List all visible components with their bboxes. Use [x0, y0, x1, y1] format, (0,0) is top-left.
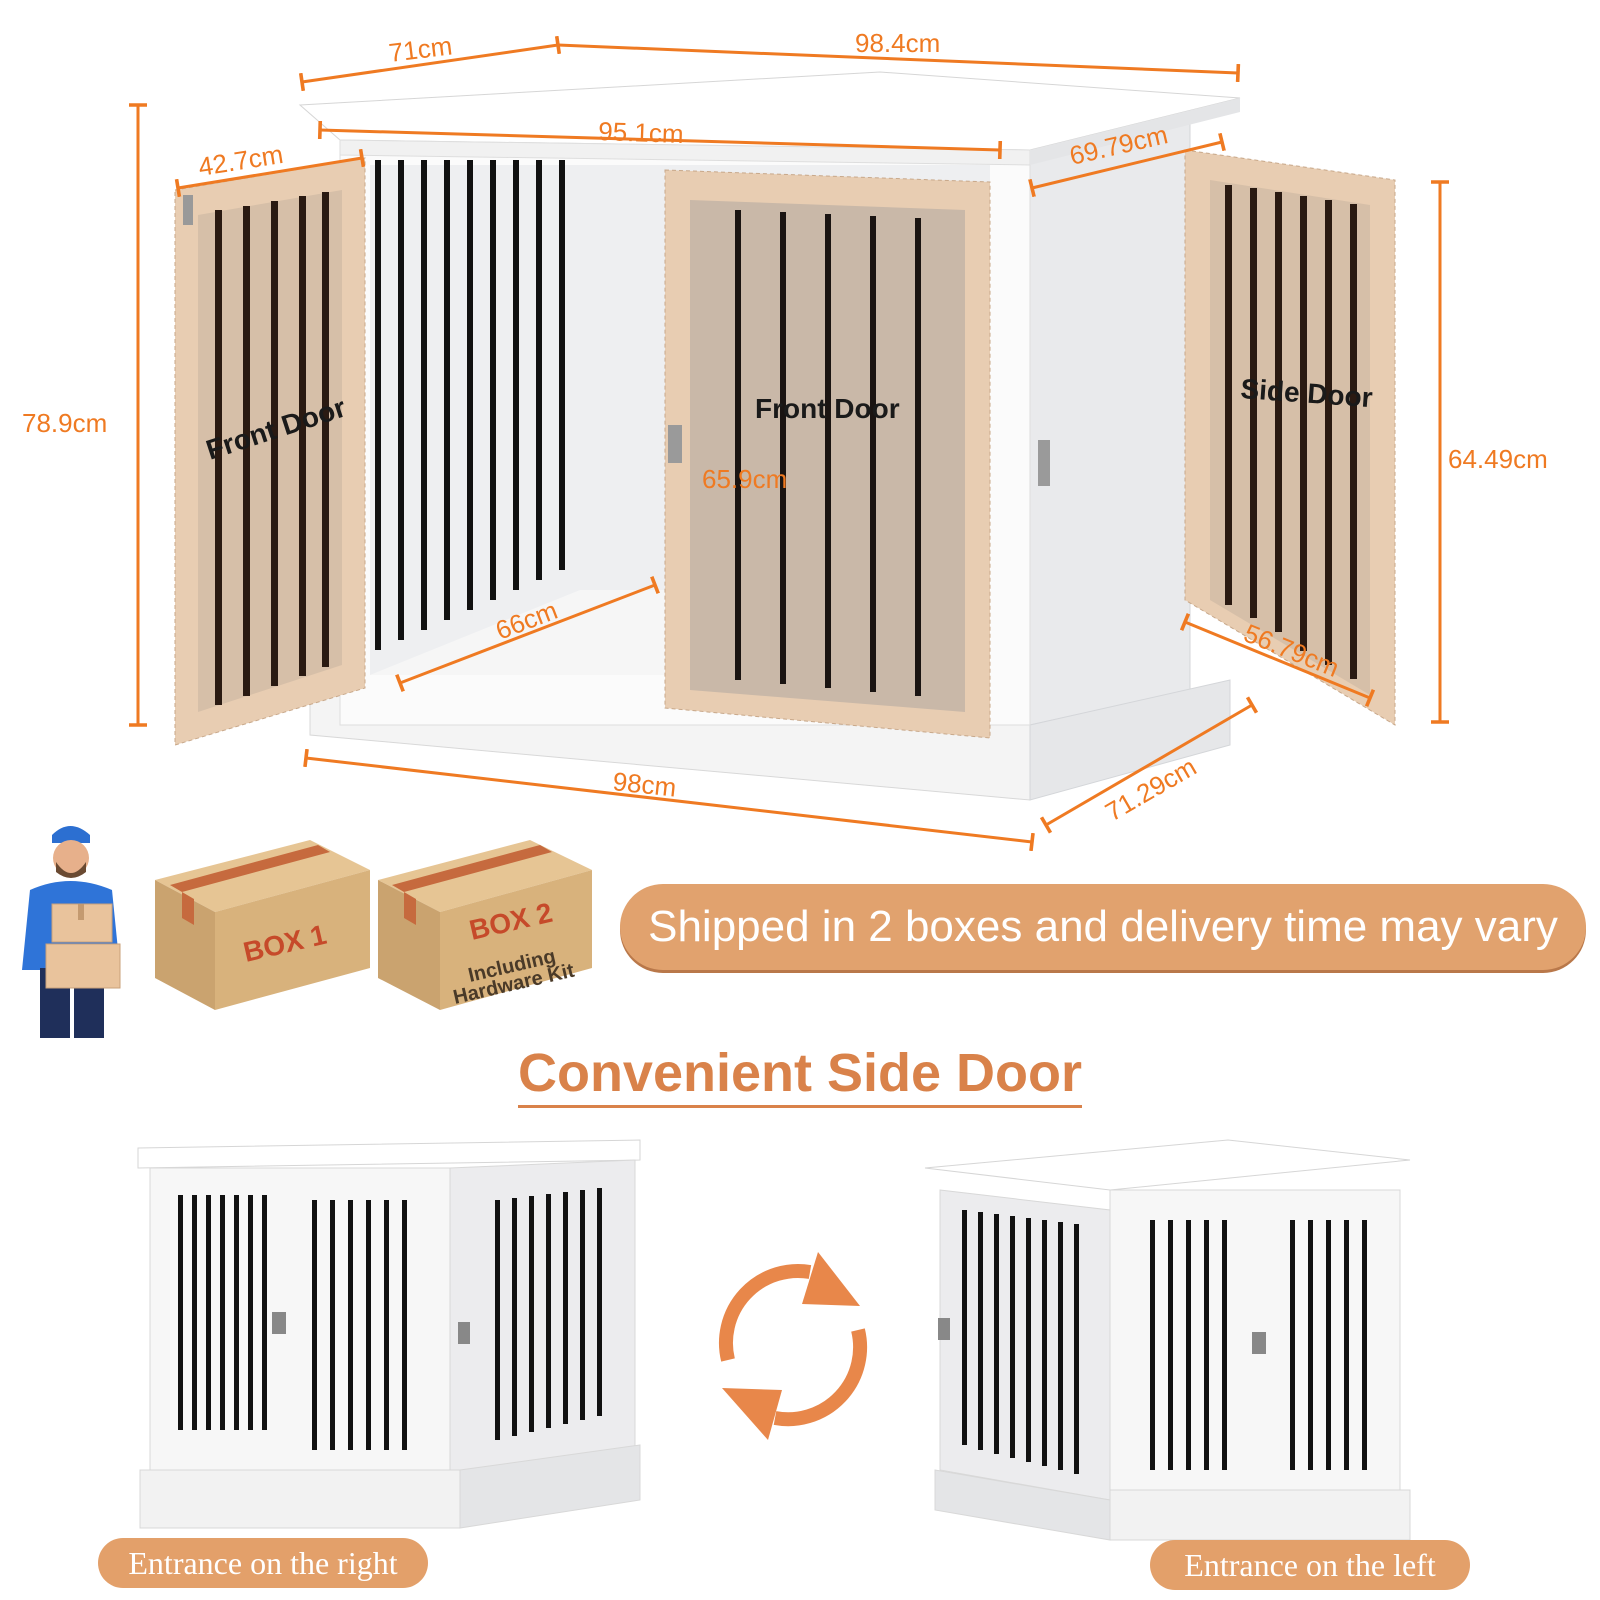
dimension-lines	[129, 35, 1449, 852]
box-1: BOX 1	[155, 840, 370, 1010]
crate-entrance-right	[137, 1139, 641, 1529]
dim-inner-width: 95.1cm	[598, 116, 684, 149]
latch-icon	[458, 1322, 470, 1344]
side-door	[1038, 149, 1396, 726]
rotate-arrows-icon	[719, 1264, 868, 1427]
hinge-icon	[183, 195, 193, 225]
latch-icon	[272, 1312, 286, 1334]
shipping-banner: Shipped in 2 boxes and delivery time may…	[620, 884, 1586, 970]
dim-total-height: 78.9cm	[22, 408, 107, 438]
latch-icon	[938, 1318, 950, 1340]
main-crate	[174, 71, 1396, 801]
label-front-door-center: Front Door	[755, 393, 900, 424]
dim-door-height: 65.9cm	[702, 464, 787, 494]
latch-icon	[1252, 1332, 1266, 1354]
rotate-arrow-heads	[722, 1252, 860, 1440]
box-2: BOX 2 Including Hardware Kit	[378, 840, 592, 1010]
dim-top-width: 98.4cm	[855, 28, 940, 58]
dim-base-width: 98cm	[611, 766, 677, 802]
crate-entrance-left	[924, 1139, 1411, 1541]
side-latch-icon	[1038, 440, 1050, 486]
delivery-person-icon	[22, 826, 121, 1038]
section-title: Convenient Side Door	[0, 1042, 1600, 1108]
left-front-door	[174, 157, 366, 746]
section-title-text: Convenient Side Door	[517, 1043, 1083, 1108]
left-bars	[375, 160, 565, 650]
entrance-right-badge: Entrance on the right	[98, 1538, 428, 1588]
dim-side-door-height: 64.49cm	[1448, 444, 1548, 474]
entrance-left-badge: Entrance on the left	[1150, 1540, 1470, 1590]
center-front-door	[664, 169, 991, 739]
latch-icon	[668, 425, 682, 463]
